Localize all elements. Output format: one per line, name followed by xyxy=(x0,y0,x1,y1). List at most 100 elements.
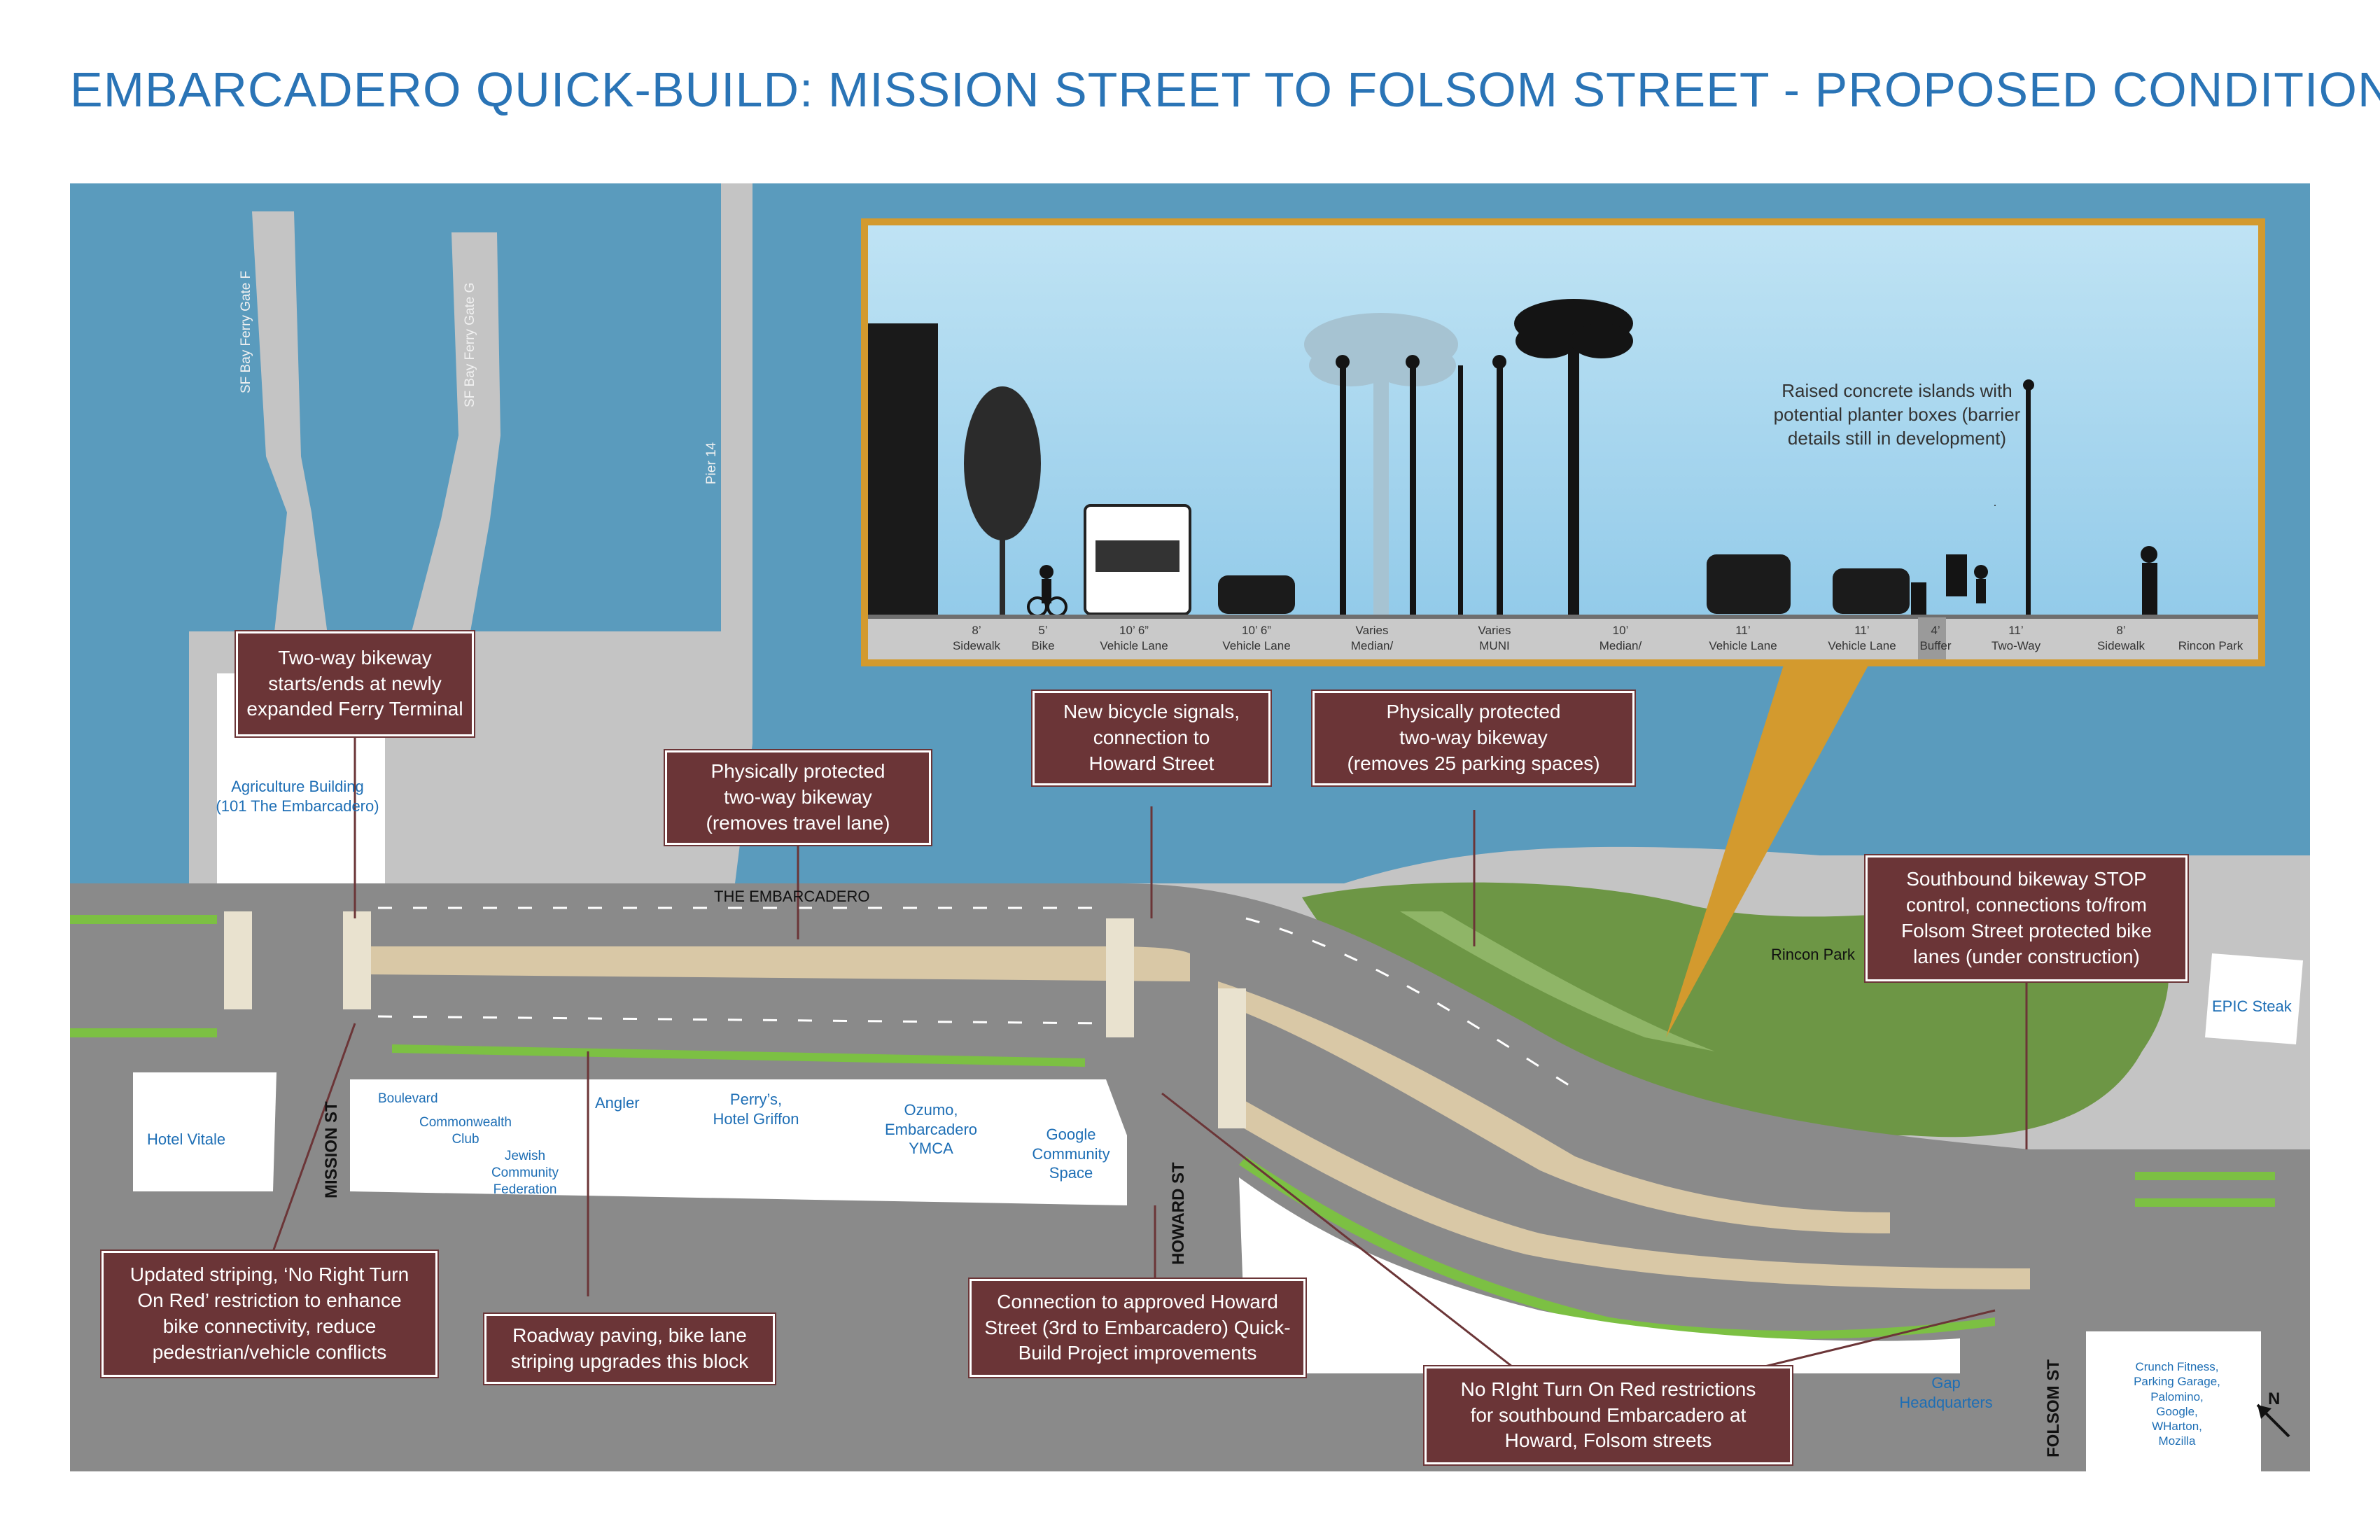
angler-label: Angler xyxy=(595,1094,640,1112)
c6-line-4: pedestrian/vehicle conflicts xyxy=(152,1340,387,1363)
map: SF Bay Ferry Gate F SF Bay Ferry Gate G … xyxy=(70,183,2310,1471)
commonwealth-line-2: Club xyxy=(451,1131,479,1147)
c3-line-2: connection to xyxy=(1093,727,1210,749)
c8-line-3: Build Project improvements xyxy=(1018,1342,1257,1364)
hotel-vitale-label: Hotel Vitale xyxy=(147,1130,226,1148)
epic-steak-label: EPIC Steak xyxy=(2212,997,2292,1015)
perrys-line-1: Perry’s, xyxy=(729,1091,783,1108)
c2-line-3: (removes travel lane) xyxy=(706,811,890,834)
agriculture-line-1: Agriculture Building xyxy=(231,778,364,795)
crunch-line-3: Palomino, xyxy=(2150,1390,2204,1404)
callout-updated-striping: Updated striping, ‘No Right Turn On Red’ … xyxy=(100,1250,439,1378)
c6-line-1: Updated striping, ‘No Right Turn xyxy=(130,1264,410,1286)
c9-line-2: for southbound Embarcadero at xyxy=(1470,1404,1746,1426)
google-line-2: Community xyxy=(1032,1144,1110,1163)
c3-line-1: New bicycle signals, xyxy=(1063,701,1240,723)
gap-line-2: Headquarters xyxy=(1899,1393,1993,1411)
note-line-3: details still in development) xyxy=(1787,427,2007,449)
c5-line-1: Southbound bikeway STOP xyxy=(1906,868,2147,890)
c8-line-2: Street (3rd to Embarcadero) Quick- xyxy=(984,1316,1291,1338)
ozumo-line-3: YMCA xyxy=(909,1140,953,1157)
lane-9-width: 4’ xyxy=(1931,624,1940,637)
c1-line-3: expanded Ferry Terminal xyxy=(246,698,463,720)
c6-line-2: On Red’ restriction to enhance xyxy=(137,1289,402,1312)
lane-10-name: Two-Way xyxy=(1991,639,2041,653)
crunch-line-1: Crunch Fitness, xyxy=(2135,1360,2219,1373)
lane-7-width: 11’ xyxy=(1735,624,1751,637)
lane-sidewalk: 8’Sidewalk xyxy=(938,623,1015,654)
commonwealth-club-label: Commonwealth Club xyxy=(413,1114,518,1148)
ferry-gate-f-label: SF Bay Ferry Gate F xyxy=(239,270,253,393)
rincon-park-label: Rincon Park xyxy=(1771,946,1855,963)
lane-11-width: 8’ xyxy=(2116,624,2126,637)
jewish-line-3: Federation xyxy=(493,1182,557,1197)
c8-line-1: Connection to approved Howard xyxy=(997,1290,1278,1312)
c9-line-1: No RIght Turn On Red restrictions xyxy=(1460,1378,1756,1400)
jewish-line-1: Jewish xyxy=(504,1149,546,1163)
c4-line-3: (removes 25 parking spaces) xyxy=(1347,752,1600,774)
lane-1-width: 5’ xyxy=(1038,624,1048,637)
lane-7-name: Vehicle Lane xyxy=(1709,639,1777,653)
lane-6-name: Median/ xyxy=(1599,639,1642,653)
lane-9-name: Buffer xyxy=(1919,639,1952,653)
c7-line-1: Roadway paving, bike lane xyxy=(512,1324,747,1347)
note-line-1: Raised concrete islands with xyxy=(1782,380,2012,401)
lane-vehicle-2: 10’ 6”Vehicle Lane xyxy=(1197,623,1316,654)
crunch-label: Crunch Fitness, Parking Garage, Palomino… xyxy=(2114,1359,2240,1449)
note-line-2: potential planter boxes (barrier xyxy=(1773,403,2021,425)
perrys-line-2: Hotel Griffon xyxy=(713,1110,799,1128)
c6-line-3: bike connectivity, reduce xyxy=(162,1315,377,1337)
lane-5-name: MUNI xyxy=(1479,639,1510,653)
cross-section-note: Raised concrete islands with potential p… xyxy=(1743,379,2051,450)
gap-line-1: Gap xyxy=(1931,1374,1961,1392)
mission-st-label: MISSION ST xyxy=(322,1101,341,1198)
lane-8-name: Vehicle Lane xyxy=(1828,639,1896,653)
lane-0-name: Sidewalk xyxy=(952,639,1001,653)
cross-section-inset: Raised concrete islands with potential p… xyxy=(861,218,2265,666)
c9-line-3: Howard, Folsom streets xyxy=(1504,1429,1712,1452)
lane-sidewalk-2: 8’ Sidewalk xyxy=(2079,623,2163,654)
crunch-line-6: Mozilla xyxy=(2158,1434,2196,1448)
callout-bicycle-signals: New bicycle signals, connection to Howard … xyxy=(1031,690,1272,787)
google-line-3: Space xyxy=(1049,1164,1093,1182)
lane-4-name: Median/ xyxy=(1350,639,1394,653)
howard-st-label: HOWARD ST xyxy=(1169,1162,1188,1265)
lane-bike: 5’ Bike xyxy=(1015,623,1071,654)
lane-median-2: 10’ Median/ xyxy=(1561,623,1680,654)
lane-12-name: Rincon Park xyxy=(2178,639,2244,652)
perrys-label: Perry’s, Hotel Griffon xyxy=(686,1090,826,1128)
lane-2-name: Vehicle Lane xyxy=(1100,639,1168,653)
cross-section-graphic xyxy=(868,299,2258,659)
lane-vehicle-3: 11’ Vehicle Lane xyxy=(1680,623,1806,654)
lane-two-way: 11’ Two-Way xyxy=(1953,623,2079,654)
jewish-federation-label: Jewish Community Federation xyxy=(476,1148,574,1198)
gap-label: Gap Headquarters xyxy=(1890,1373,2002,1412)
ozumo-line-1: Ozumo, xyxy=(904,1101,958,1119)
lane-buffer: 4’ Buffer xyxy=(1918,623,1953,654)
page-title: EMBARCADERO QUICK-BUILD: MISSION STREET … xyxy=(70,62,2380,117)
lane-vehicle-1: 10’ 6” Vehicle Lane xyxy=(1071,623,1197,654)
lane-2-width: 10’ 6” xyxy=(1119,624,1149,637)
jewish-line-2: Community xyxy=(491,1165,559,1180)
lane-rincon-park: Rincon Park xyxy=(2163,638,2258,654)
lane-10-width: 11’ xyxy=(2008,624,2024,637)
agriculture-line-2: (101 The Embarcadero) xyxy=(216,797,379,815)
lane-1-name: Bike xyxy=(1031,639,1055,653)
google-label: Google Community Space xyxy=(1015,1125,1127,1183)
lane-3-width: 10’ 6” xyxy=(1242,624,1271,637)
c3-line-3: Howard Street xyxy=(1088,752,1214,774)
c2-line-2: two-way bikeway xyxy=(724,786,872,808)
lane-11-name: Sidewalk xyxy=(2096,639,2146,653)
lane-6-width: 10’ xyxy=(1612,624,1629,637)
c1-line-2: starts/ends at newly xyxy=(268,672,442,694)
ozumo-label: Ozumo, Embarcadero YMCA xyxy=(868,1100,994,1158)
lane-4-width: Varies xyxy=(1355,624,1389,637)
crunch-line-2: Parking Garage, xyxy=(2134,1375,2220,1389)
